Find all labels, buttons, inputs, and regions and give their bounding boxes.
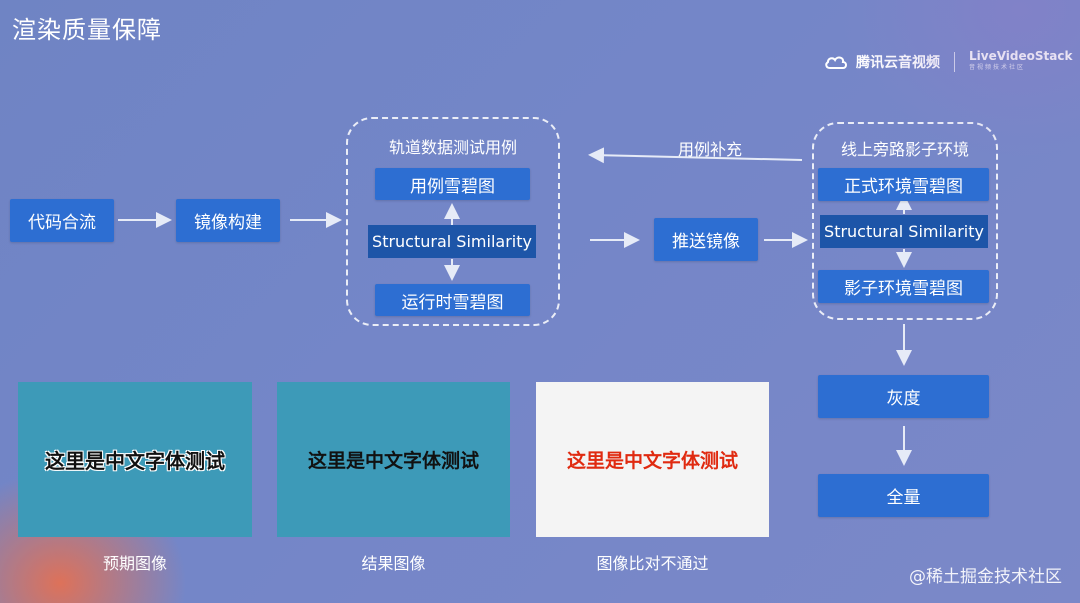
page-title: 渲染质量保障 <box>12 16 162 44</box>
brand-divider <box>954 52 955 72</box>
merge-box: 代码合流 <box>10 199 114 242</box>
snapshot-shadow-box: 影子环境雪碧图 <box>818 270 989 303</box>
result-image-caption: 结果图像 <box>361 554 426 573</box>
brand-livevideostack: LiveVideoStack 音视频技术社区 <box>969 50 1072 74</box>
expected-image-caption: 预期图像 <box>102 554 167 573</box>
ssim-right-box: Structural Similarity <box>820 215 988 248</box>
shadow-group-label: 线上旁路影子环境 <box>840 140 969 159</box>
diff-image-caption: 图像比对不通过 <box>596 554 709 573</box>
push-box: 推送镜像 <box>654 218 758 261</box>
ssim-left-box: Structural Similarity <box>368 225 536 258</box>
build-box: 镜像构建 <box>176 199 280 242</box>
test-group-border <box>346 117 560 326</box>
test-group-label: 轨道数据测试用例 <box>388 138 517 157</box>
cloud-icon <box>825 56 847 69</box>
brand-tencent: 腾讯云音视频 <box>856 55 940 71</box>
result-image-text: 这里是中文字体测试 <box>307 450 479 472</box>
brand-logos: 腾讯云音视频 LiveVideoStack 音视频技术社区 <box>824 50 1072 74</box>
brand-lvs-name: LiveVideoStack <box>969 49 1073 63</box>
diff-image-text: 这里是中文字体测试 <box>566 450 738 472</box>
watermark: @稀土掘金技术社区 <box>909 567 1062 587</box>
expected-image-text: 这里是中文字体测试 <box>45 449 225 473</box>
gray-release-box: 灰度 <box>818 375 989 418</box>
snapshot-runtime-box: 运行时雪碧图 <box>375 284 530 316</box>
expected-image-panel: 这里是中文字体测试 <box>18 382 252 537</box>
full-release-box: 全量 <box>818 474 989 517</box>
feedback-label: 用例补充 <box>677 140 742 159</box>
brand-lvs-sub: 音视频技术社区 <box>969 64 1026 71</box>
snapshot-case-box: 用例雪碧图 <box>375 168 530 200</box>
diff-image-panel: 这里是中文字体测试 <box>536 382 769 537</box>
result-image-panel: 这里是中文字体测试 <box>277 382 510 537</box>
snapshot-prod-box: 正式环境雪碧图 <box>818 168 989 201</box>
